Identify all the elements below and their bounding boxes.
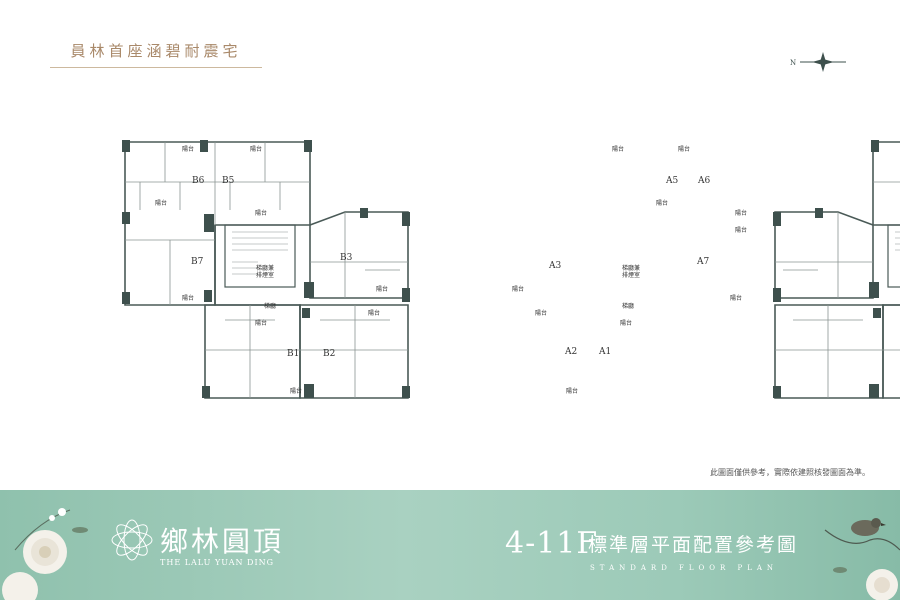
- balcony-label: 陽台: [678, 145, 690, 153]
- unit-label: B7: [191, 257, 204, 267]
- unit-label: B2: [323, 349, 335, 359]
- balcony-label: 陽台: [255, 319, 267, 327]
- balcony-label: 陽台: [255, 209, 267, 217]
- corridor-label: 梯廳: [264, 302, 276, 310]
- unit-label: A2: [564, 347, 577, 357]
- balcony-label: 陽台: [512, 285, 524, 293]
- unit-label: A6: [697, 176, 710, 186]
- plan-title: 標準層平面配置參考圖: [588, 534, 799, 556]
- unit-label: A1: [598, 347, 611, 357]
- balcony-label: 陽台: [566, 387, 578, 395]
- columns-left: [122, 140, 410, 398]
- compass-star-icon: N: [790, 52, 846, 72]
- bird-branch-icon: [824, 518, 900, 600]
- floor-plan-right: [773, 140, 900, 399]
- balcony-label: 陽台: [612, 145, 624, 153]
- balcony-label: 陽台: [182, 294, 194, 302]
- balcony-label: 陽台: [656, 199, 668, 207]
- stair-label: 梯廳兼排煙室: [622, 264, 640, 279]
- unit-label: B3: [340, 253, 353, 263]
- balcony-label: 陽台: [535, 309, 547, 317]
- balcony-label: 陽台: [368, 309, 380, 317]
- footer-band: 鄉林圓頂 THE LALU YUAN DING 4-11F 標準層平面配置參考圖…: [0, 490, 900, 600]
- brand-logo-icon: [111, 519, 153, 561]
- peony-flower-icon: [2, 508, 88, 600]
- balcony-label: 陽台: [250, 145, 262, 153]
- balcony-label: 陽台: [735, 209, 747, 217]
- balcony-label: 陽台: [620, 319, 632, 327]
- balcony-label: 陽台: [290, 387, 302, 395]
- unit-label: A3: [548, 261, 561, 271]
- balcony-label: 陽台: [376, 285, 388, 293]
- floor-range: 4-11F: [505, 526, 599, 561]
- brand-name-en: THE LALU YUAN DING: [160, 558, 275, 567]
- corridor-label: 梯廳: [622, 302, 634, 310]
- unit-label: B6: [192, 176, 205, 186]
- stair-label: 梯廳兼排煙室: [256, 264, 274, 279]
- unit-label: A7: [696, 257, 709, 267]
- compass-north-label: N: [790, 59, 796, 67]
- plan-title-en: STANDARD FLOOR PLAN: [590, 564, 779, 572]
- brand-name: 鄉林圓頂: [160, 525, 285, 558]
- balcony-label: 陽台: [735, 226, 747, 234]
- floor-plan: B6 B5 B7 B3 B1 B2 A5 A6 A3 A7 A2 A1 陽台 陽…: [122, 140, 900, 399]
- headline: 員林首座涵碧耐震宅: [50, 40, 262, 68]
- unit-label: B1: [287, 349, 299, 359]
- disclaimer-note: 此圖面僅供參考，實際依建照核發圖面為準。: [710, 468, 870, 477]
- unit-label: A5: [665, 176, 678, 186]
- balcony-label: 陽台: [182, 145, 194, 153]
- balcony-label: 陽台: [155, 199, 167, 207]
- unit-label: B5: [222, 176, 235, 186]
- balcony-label: 陽台: [730, 294, 742, 302]
